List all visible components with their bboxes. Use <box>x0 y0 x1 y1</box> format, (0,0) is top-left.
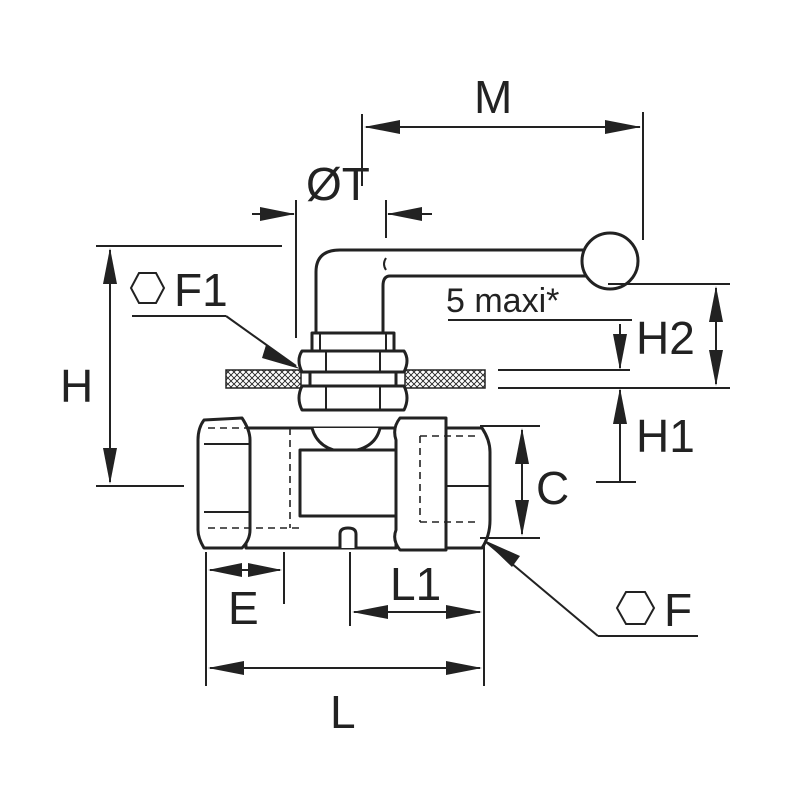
hexagon-icon <box>129 272 166 304</box>
hexagon-icon <box>615 591 656 625</box>
label-H: H <box>60 360 93 412</box>
mounting-panel <box>225 369 730 389</box>
label-H1: H1 <box>636 410 695 462</box>
label-M: M <box>474 71 512 123</box>
valve-body <box>196 416 492 552</box>
label-H2: H2 <box>636 312 695 364</box>
label-C: C <box>536 462 569 514</box>
label-L1: L1 <box>390 558 441 610</box>
stem-and-nuts <box>297 331 409 412</box>
label-E: E <box>228 582 259 634</box>
label-note: 5 maxi* <box>446 282 559 320</box>
label-F1: F1 <box>174 264 228 316</box>
label-T: ØT <box>306 158 370 210</box>
label-L: L <box>330 686 356 738</box>
dimension-lines <box>96 112 730 686</box>
label-F: F <box>664 584 692 636</box>
valve-handle <box>314 231 640 335</box>
